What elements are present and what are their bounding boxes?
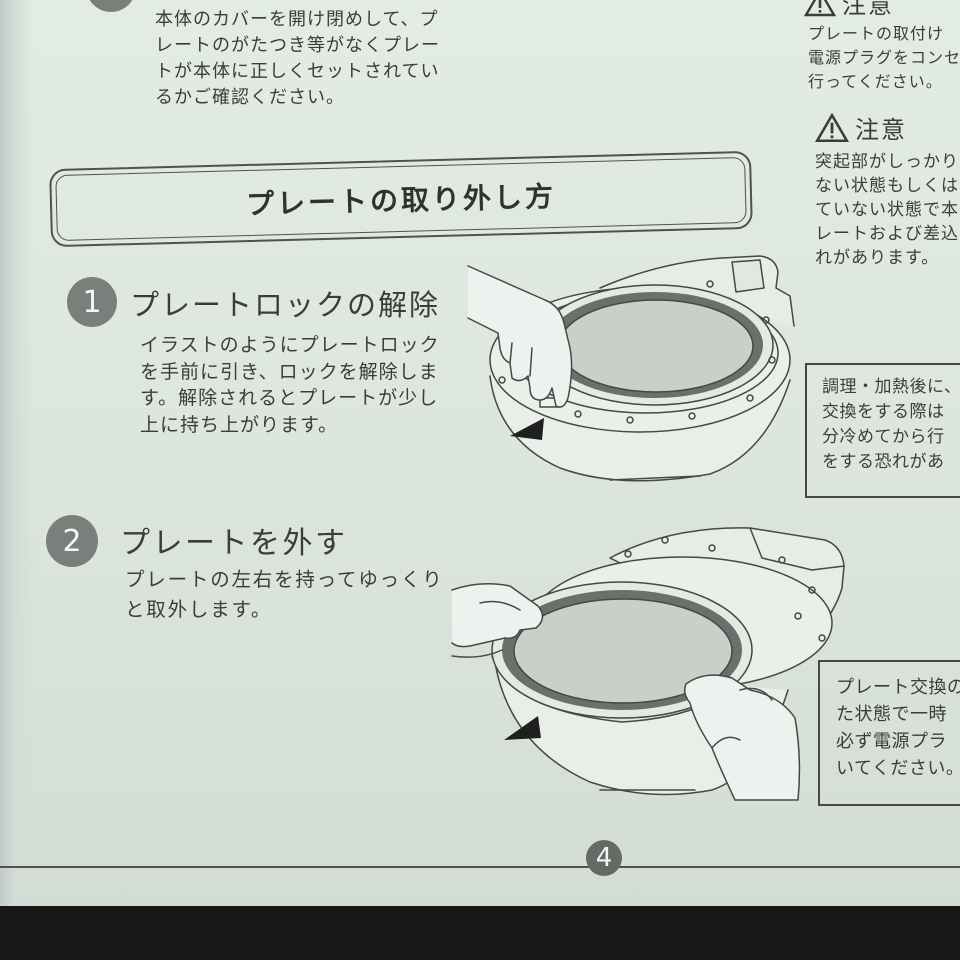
direction-arrow-icon — [504, 716, 541, 740]
left-hand-lines — [451, 600, 521, 658]
page-gutter-shadow — [0, 0, 34, 906]
text-line: プレートの左右を持ってゆっくり — [125, 568, 444, 591]
screws — [498, 280, 776, 424]
caution-title: 注意 — [842, 0, 894, 19]
right-hand — [683, 674, 801, 801]
section-title: プレートの取り外し方 — [245, 179, 557, 222]
text-line: トが本体に正しくセットされてい — [155, 61, 440, 82]
step-number: 2 — [62, 523, 82, 559]
text-line: す。解除されるとプレートが少し — [140, 387, 439, 409]
cooker-base — [609, 475, 701, 481]
finger-lines — [509, 342, 533, 377]
caution-icon — [815, 112, 849, 142]
text-line: 交換をする際は — [822, 402, 945, 422]
text-line: レートおよび差込 — [815, 224, 959, 244]
note-box-power-plug: プレート交換の た状態で一時 必ず電源プラ いてください。 — [818, 660, 960, 806]
text-line: プレート交換の — [836, 677, 960, 698]
hand — [467, 265, 573, 408]
text-line: いてください。 — [836, 758, 960, 779]
caution-text-second: 突起部がしっかり ない状態もしくは ていない状態で本 レートおよび差込 れがあり… — [815, 150, 959, 270]
step-number: 1 — [82, 284, 102, 320]
text-line: 必ず電源プラ — [836, 731, 947, 752]
text-line: 電源プラグをコンセ — [808, 48, 960, 67]
screws — [624, 536, 826, 642]
text-line: イラストのようにプレートロック — [140, 334, 440, 356]
text-line: ない状態もしくは — [815, 176, 959, 196]
lid-detail — [749, 527, 845, 571]
right-hand-lines — [711, 687, 773, 749]
step-2-number-circle: 2 — [46, 515, 98, 567]
direction-arrow-icon — [510, 418, 544, 440]
page-number-text: 4 — [595, 843, 613, 873]
text-line: と取外します。 — [125, 598, 273, 621]
section-header-inner-border: プレートの取り外し方 — [55, 156, 747, 242]
section-header-box: プレートの取り外し方 — [49, 150, 753, 248]
text-line: 本体のカバーを開け閉めして、プ — [155, 9, 439, 30]
step-1-illustration — [467, 255, 795, 482]
text-line: れがあります。 — [815, 248, 940, 268]
caution-title: 注意 — [855, 116, 907, 144]
note-box-cooling: 調理・加熱後に、 交換をする際は 分冷めてから行 をする恐れがあ — [805, 363, 960, 498]
hinge-block — [731, 259, 765, 293]
caution-heading-second: 注意 — [815, 110, 907, 145]
caution-icon — [804, 0, 836, 16]
text-line: を手前に引き、ロックを解除しま — [140, 360, 439, 383]
text-line: をする恐れがあ — [822, 452, 945, 472]
caution-text-top: プレートの取付け 電源プラグをコンセ 行ってください。 — [808, 22, 960, 94]
step-2-description: プレートの左右を持ってゆっくり と取外します。 — [125, 565, 444, 625]
step-1-title: プレートロックの解除 — [130, 288, 441, 322]
footer-rule — [0, 866, 960, 868]
text-line: 上に持ち上がります。 — [140, 413, 339, 436]
left-hand — [451, 583, 544, 648]
text-line: 調理・加熱後に、 — [822, 377, 960, 397]
plate-surface — [558, 299, 754, 393]
step-2-illustration — [451, 527, 845, 801]
text-line: 突起部がしっかり — [815, 152, 959, 172]
step-1-description: イラストのようにプレートロック を手前に引き、ロックを解除しま す。解除されると… — [140, 332, 440, 438]
page-number: 4 — [586, 840, 622, 876]
text-line: ていない状態で本 — [815, 200, 959, 220]
text-line: 行ってください。 — [808, 72, 943, 91]
text-line: るかご確認ください。 — [155, 87, 345, 108]
text-line: レートのがたつき等がなくプレー — [155, 35, 440, 56]
step-1-number-circle: 1 — [67, 277, 117, 327]
text-line: プレートの取付け — [808, 24, 945, 43]
caution-column: 注意 プレートの取付け 電源プラグをコンセ 行ってください。 注意 突起部がしっ… — [800, 0, 960, 275]
caution-heading-top: 注意 — [804, 0, 894, 20]
previous-step-circle — [86, 0, 136, 12]
previous-step-text: 本体のカバーを開け閉めして、プ レートのがたつき等がなくプレー トが本体に正しく… — [155, 7, 440, 111]
page-bottom-edge — [0, 906, 960, 960]
text-line: 分冷めてから行 — [822, 427, 945, 447]
text-line: た状態で一時 — [836, 704, 947, 725]
plate-surface — [513, 598, 733, 704]
step-2-title: プレートを外す — [120, 526, 348, 561]
